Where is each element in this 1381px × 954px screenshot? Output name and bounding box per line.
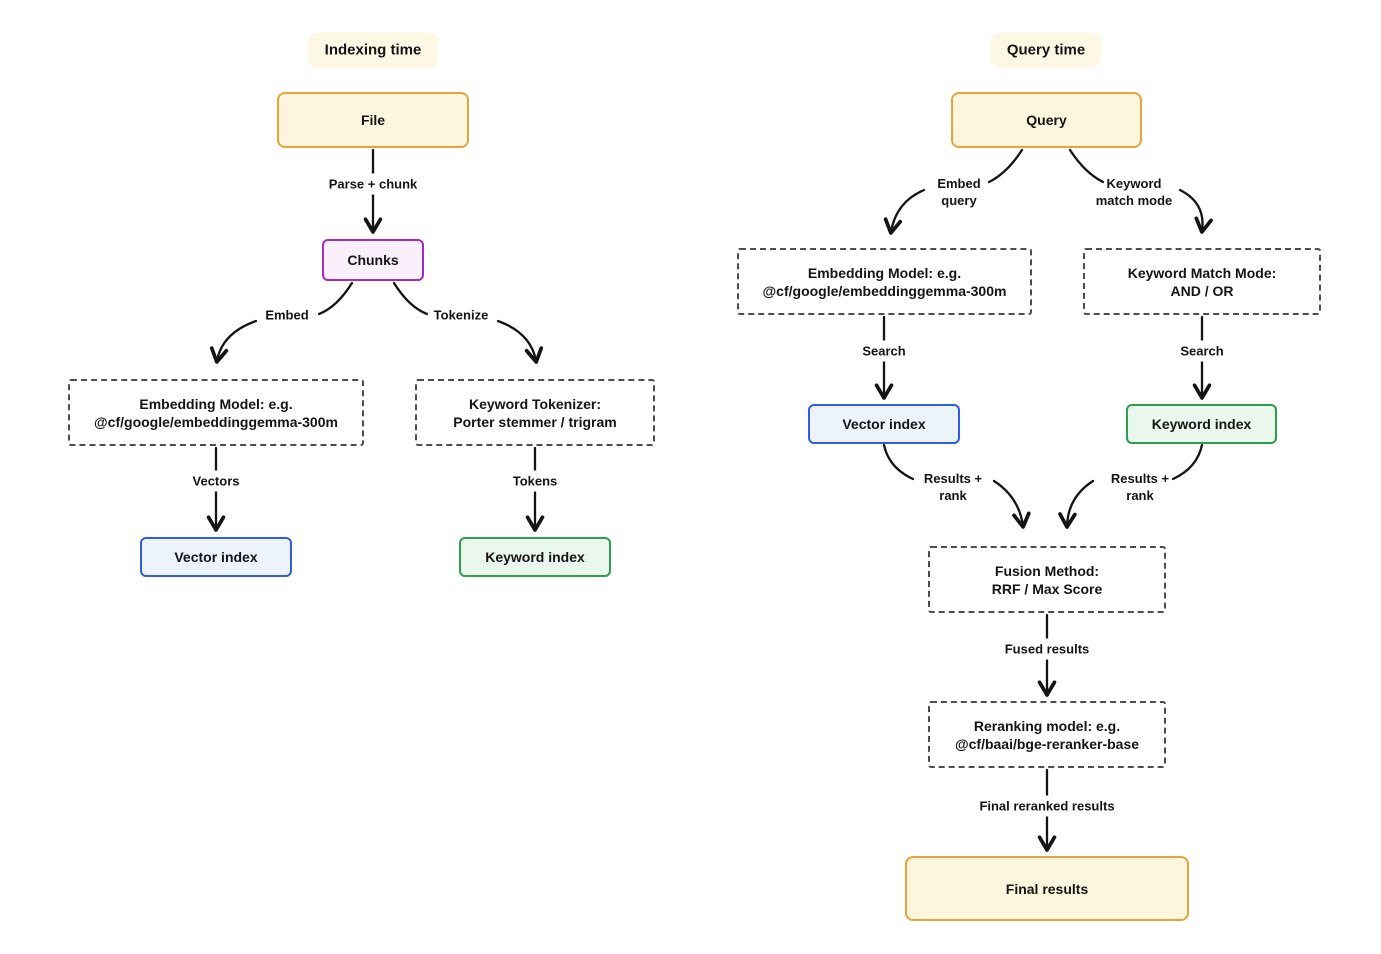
node-vector-index-label: Vector index [842, 416, 926, 432]
arrow-vector-index-to-results-label [882, 443, 915, 481]
node-reranking-model: Reranking model: e.g. @cf/baai/bge-reran… [928, 701, 1166, 768]
node-text-line: @cf/baai/bge-reranker-base [954, 735, 1140, 752]
query-time-header: Query time [990, 32, 1102, 68]
edge-label-fused-results: Fused results [997, 638, 1097, 660]
edge-label-embed: Embed [265, 307, 309, 323]
edge-label-results-rank-left: Results + rank [924, 470, 982, 504]
arrow-results-label-to-fusion-left [992, 479, 1031, 529]
node-file-label: File [360, 112, 386, 128]
node-keyword-match-mode: Keyword Match Mode: AND / OR [1083, 248, 1321, 315]
node-text-line: Porter stemmer / trigram [453, 413, 617, 430]
node-text-line: Embedding Model: e.g. [807, 264, 962, 281]
node-text-line: Keyword Match Mode: [1127, 264, 1277, 281]
node-query: Query [951, 92, 1142, 148]
node-text-line: Reranking model: e.g. [973, 717, 1121, 734]
node-text-line: @cf/google/embeddinggemma-300m [762, 282, 1007, 299]
node-fusion-method: Fusion Method: RRF / Max Score [928, 546, 1166, 613]
arrow-tokenize-label-to-keyword-tokenizer [496, 319, 544, 364]
arrow-chunks-to-tokenize-label [392, 281, 429, 316]
edge-label-vectors: Vectors [185, 470, 247, 492]
edge-label-parse-chunk: Parse + chunk [321, 173, 425, 195]
edge-label-line: rank [1126, 488, 1154, 503]
edge-label-line: Results + [923, 471, 983, 486]
edge-label-keyword-match-mode: Keyword match mode [1096, 175, 1173, 209]
arrow-keyword-match-label-to-match-mode [1178, 188, 1213, 234]
node-text-line: Keyword Tokenizer: [469, 395, 601, 412]
arrow-query-to-embed-query-label [987, 148, 1024, 184]
node-keyword-index-indexing: Keyword index [459, 537, 611, 577]
indexing-time-header: Indexing time [308, 32, 438, 68]
node-keyword-index-query: Keyword index [1126, 404, 1277, 444]
node-embedding-model-indexing: Embedding Model: e.g. @cf/google/embeddi… [68, 379, 364, 446]
node-keyword-index-label: Keyword index [1151, 416, 1252, 432]
edge-label-line: Results + [1110, 471, 1170, 486]
edge-label-line: Embed [937, 176, 981, 191]
node-keyword-tokenizer: Keyword Tokenizer: Porter stemmer / trig… [415, 379, 655, 446]
node-text-line: AND / OR [1170, 282, 1234, 299]
node-chunks-label: Chunks [347, 252, 399, 268]
node-vector-index-label: Vector index [174, 549, 258, 565]
node-text-line: Fusion Method: [994, 562, 1100, 579]
edge-label-line: rank [939, 488, 967, 503]
node-keyword-index-label: Keyword index [485, 549, 585, 565]
node-query-label: Query [1026, 112, 1067, 128]
node-final-results: Final results [905, 856, 1189, 921]
node-vector-index-indexing: Vector index [140, 537, 292, 577]
edge-label-embed-query: Embed query [937, 175, 980, 209]
edge-label-line: match mode [1095, 193, 1173, 208]
edge-label-line: Keyword [1106, 176, 1162, 191]
node-final-results-label: Final results [1005, 880, 1089, 897]
node-chunks: Chunks [322, 239, 424, 281]
edge-label-tokenize: Tokenize [433, 307, 489, 323]
edge-label-final-reranked: Final reranked results [972, 795, 1122, 817]
node-text-line: Embedding Model: e.g. [139, 395, 293, 412]
node-embedding-model-query: Embedding Model: e.g. @cf/google/embeddi… [737, 248, 1032, 315]
node-text-line: @cf/google/embeddinggemma-300m [94, 413, 338, 430]
node-file: File [277, 92, 469, 148]
arrow-results-label-to-fusion-right [1058, 479, 1095, 529]
edge-label-line: query [941, 193, 977, 208]
edge-label-results-rank-right: Results + rank [1111, 470, 1169, 504]
edge-label-search-left: Search [855, 340, 913, 362]
edge-label-tokens: Tokens [505, 470, 565, 492]
arrow-keyword-index-to-results-label [1171, 443, 1204, 481]
edge-label-search-right: Search [1173, 340, 1231, 362]
arrow-embed-query-label-to-embedding-model [883, 188, 926, 235]
arrow-chunks-to-embed-label [317, 281, 354, 316]
node-text-line: RRF / Max Score [991, 580, 1103, 597]
arrow-embed-label-to-embedding-model [209, 319, 258, 364]
node-vector-index-query: Vector index [808, 404, 960, 444]
